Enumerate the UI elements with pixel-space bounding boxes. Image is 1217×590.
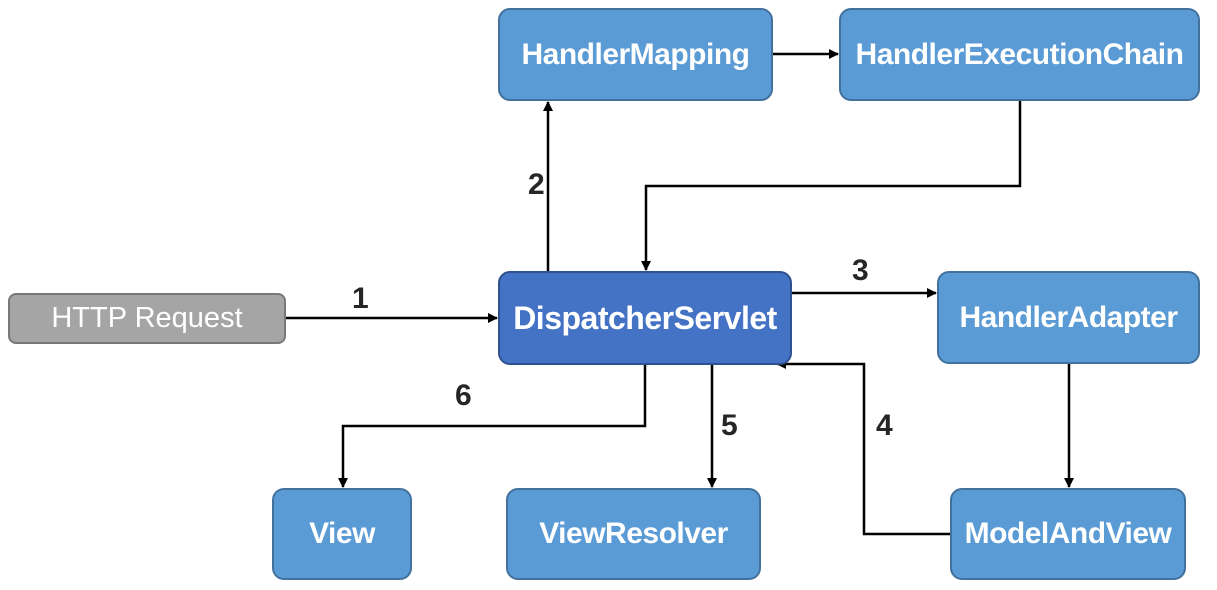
step-label-5: 5 xyxy=(721,409,738,442)
handler-mapping-node: HandlerMapping xyxy=(498,8,773,101)
model-and-view-node: ModelAndView xyxy=(950,488,1186,580)
step-label-2: 2 xyxy=(528,168,545,201)
arrow-execution-chain-to-dispatcher xyxy=(641,101,1022,271)
view-node: View xyxy=(272,488,412,580)
arrow-dispatcher-to-view xyxy=(338,365,647,488)
step-label-1: 1 xyxy=(352,282,369,315)
handler-adapter-node: HandlerAdapter xyxy=(937,271,1200,364)
arrow-model-and-view-to-dispatcher xyxy=(776,359,950,536)
dispatcher-servlet-node: DispatcherServlet xyxy=(498,271,792,365)
step-label-4: 4 xyxy=(876,409,893,442)
handler-execution-chain-node: HandlerExecutionChain xyxy=(839,8,1200,101)
step-label-6: 6 xyxy=(455,379,472,412)
view-resolver-node: ViewResolver xyxy=(506,488,761,580)
step-label-3: 3 xyxy=(852,254,869,287)
http-request-node: HTTP Request xyxy=(8,293,286,344)
